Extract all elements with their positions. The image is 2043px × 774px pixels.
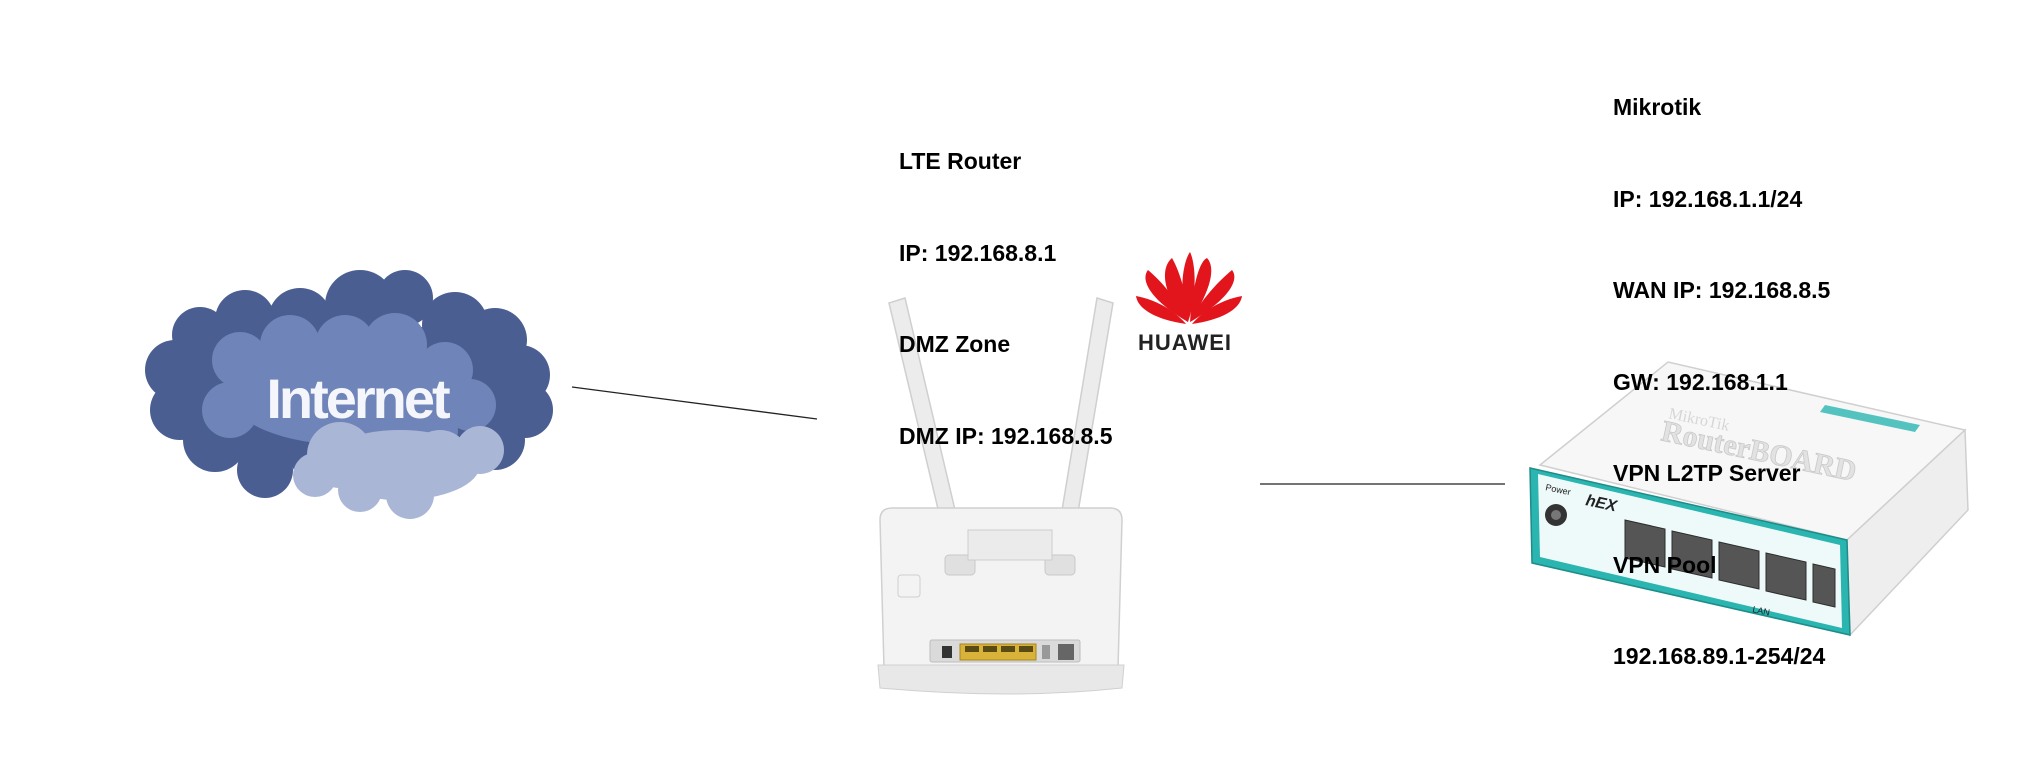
svg-text:LAN: LAN	[1752, 604, 1771, 617]
lte-router-dmz-ip: DMZ IP: 192.168.8.5	[899, 422, 1113, 449]
lte-router-title: LTE Router	[899, 148, 1022, 174]
svg-text:hEX: hEX	[1584, 492, 1619, 515]
mikrotik-gw: GW: 192.168.1.1	[1613, 368, 1788, 395]
mikrotik-router-icon: RouterBOARD MikroTik hEX Power LAN	[1529, 361, 1969, 637]
mikrotik-info: Mikrotik IP: 192.168.1.1/24 WAN IP: 192.…	[1613, 31, 1830, 702]
mikrotik-title: Mikrotik	[1613, 94, 1702, 120]
lte-router-icon	[877, 297, 1125, 695]
huawei-logo-text: HUAWEI	[1138, 330, 1232, 355]
mikrotik-ip: IP: 192.168.1.1/24	[1613, 185, 1803, 212]
internet-cloud-icon	[145, 270, 553, 519]
link-internet-lte	[571, 386, 818, 420]
mikrotik-wan-ip: WAN IP: 192.168.8.5	[1613, 277, 1831, 303]
huawei-logo-icon	[1136, 252, 1242, 324]
lte-router-dmz: DMZ Zone	[899, 331, 1011, 357]
mikrotik-vpn-pool-label: VPN Pool	[1613, 551, 1717, 578]
mikrotik-vpn-pool-range: 192.168.89.1-254/24	[1613, 643, 1826, 669]
lte-router-info: LTE Router IP: 192.168.8.1 DMZ Zone DMZ …	[899, 85, 1113, 482]
lte-router-ip: IP: 192.168.8.1	[899, 239, 1057, 266]
internet-label: Internet	[266, 367, 450, 430]
mikrotik-vpn-server: VPN L2TP Server	[1613, 460, 1801, 486]
